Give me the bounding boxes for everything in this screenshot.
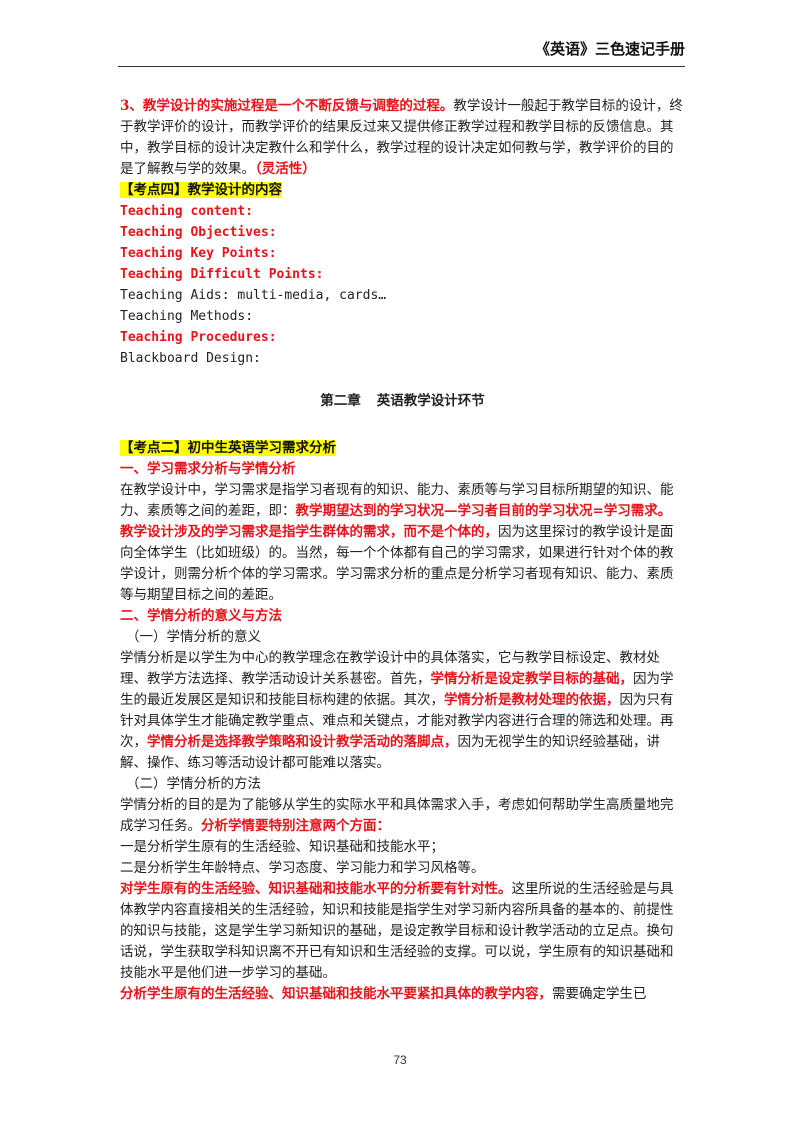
body-text: 因为只有针对具体学生才能确定教学重点、难点和关键点，才能对教学内容进行合理的筛选… [120, 692, 674, 750]
section2-title: 二、学情分析的意义与方法 [120, 608, 282, 624]
list-item-aspect-one: 一是分析学生原有的生活经验、知识基础和技能水平； [120, 839, 444, 855]
chapter-number: 第二章 [320, 393, 361, 409]
section1-title: 一、学习需求分析与学情分析 [120, 461, 296, 477]
paragraph-learning-needs: 在教学设计中，学习需求是指学习者现有的知识、能力、素质等与学习目标所期望的知识、… [120, 480, 685, 522]
chapter-name: 英语教学设计环节 [376, 393, 485, 409]
body-text: 学情分析是以学生为中心的教学理念在教学设计中的具体落实，它与教学目标设定、教材处… [120, 650, 660, 687]
emphasis-red: 分析学生原有的生活经验、知识基础和技能水平要紧扣具体的教学内容， [120, 986, 552, 1002]
emphasis-red: 3、教学设计的实施过程是一个不断反馈与调整的过程。 [120, 98, 454, 114]
page-content: 3、教学设计的实施过程是一个不断反馈与调整的过程。教学设计一般起于教学目标的设计… [120, 96, 685, 1005]
body-text: 在教学设计中，学习需求是指学习者现有的知识、能力、素质等与学习目标所期望的知识、… [120, 482, 674, 519]
list-item-blackboard-design: Blackboard Design: [120, 351, 261, 366]
body-text: 教学设计一般起于教学目标的设计，终于教学评价的设计，而教学评价的结果反过来又提供… [120, 98, 683, 177]
running-header-title: 《英语》三色速记手册 [534, 40, 685, 58]
emphasis-red: （灵活性） [255, 161, 316, 177]
list-item-teaching-objectives: Teaching Objectives: [120, 225, 277, 240]
emphasis-red: 教学期望达到的学习状况—学习者目前的学习状况=学习需求。 [295, 503, 672, 519]
paragraph-feedback-process: 3、教学设计的实施过程是一个不断反馈与调整的过程。教学设计一般起于教学目标的设计… [120, 96, 685, 180]
paragraph-content-linked-analysis: 分析学生原有的生活经验、知识基础和技能水平要紧扣具体的教学内容，需要确定学生已 [120, 984, 685, 1005]
teaching-design-list: Teaching content: Teaching Objectives: T… [120, 201, 685, 369]
list-item-teaching-key-points: Teaching Key Points: [120, 246, 277, 261]
list-item-aspect-two: 二是分析学生年龄特点、学习态度、学习能力和学习风格等。 [120, 860, 485, 876]
list-item-teaching-aids: Teaching Aids: multi-media, cards… [120, 288, 387, 303]
list-item-teaching-procedures: Teaching Procedures: [120, 330, 277, 345]
emphasis-red: 学情分析是选择教学策略和设计教学活动的落脚点， [147, 734, 458, 750]
body-text: 因为这里探讨的教学设计是面向全体学生（比如班级）的。当然，每一个个体都有自己的学… [120, 524, 674, 603]
subsection1-title: （一）学情分析的意义 [126, 629, 261, 645]
point4-heading: 【考点四】教学设计的内容 [120, 182, 282, 198]
subsection2-title: （二）学情分析的方法 [126, 776, 261, 792]
paragraph-targeted-analysis: 对学生原有的生活经验、知识基础和技能水平的分析要有针对性。这里所说的生活经验是与… [120, 879, 685, 984]
body-text: 这里所说的生活经验是与具体教学内容直接相关的生活经验，知识和技能是指学生对学习新… [120, 881, 674, 981]
emphasis-red: 学情分析是教材处理的依据， [444, 692, 620, 708]
point2-heading: 【考点二】初中生英语学习需求分析 [120, 440, 336, 456]
emphasis-red: 对学生原有的生活经验、知识基础和技能水平的分析要有针对性。 [120, 881, 512, 897]
paragraph-analysis-methods: 学情分析的目的是为了能够从学生的实际水平和具体需求入手，考虑如何帮助学生高质量地… [120, 795, 685, 837]
body-text: 学情分析的目的是为了能够从学生的实际水平和具体需求入手，考虑如何帮助学生高质量地… [120, 797, 674, 834]
emphasis-red: 分析学情要特别注意两个方面： [201, 818, 390, 834]
body-text: 因为无视学生的知识经验基础，讲解、操作、练习等活动设计都可能难以落实。 [120, 734, 660, 771]
paragraph-group-needs: 教学设计涉及的学习需求是指学生群体的需求，而不是个体的，因为这里探讨的教学设计是… [120, 522, 685, 606]
list-item-teaching-methods: Teaching Methods: [120, 309, 254, 324]
page-number: 73 [393, 1053, 407, 1067]
chapter-title: 第二章英语教学设计环节 [120, 391, 685, 412]
header-divider [118, 66, 685, 67]
point2-heading-line: 【考点二】初中生英语学习需求分析 [120, 438, 685, 459]
emphasis-red: 教学设计涉及的学习需求是指学生群体的需求，而不是个体的， [120, 524, 498, 540]
list-item-teaching-difficult-points: Teaching Difficult Points: [120, 267, 324, 282]
list-item-teaching-content: Teaching content: [120, 204, 254, 219]
body-text: 因为学生的最近发展区是知识和技能目标构建的依据。其次， [120, 671, 674, 708]
paragraph-analysis-significance: 学情分析是以学生为中心的教学理念在教学设计中的具体落实，它与教学目标设定、教材处… [120, 648, 685, 774]
body-text: 需要确定学生已 [552, 986, 647, 1002]
emphasis-red: 学情分析是设定教学目标的基础， [430, 671, 634, 687]
point4-heading-line: 【考点四】教学设计的内容 [120, 180, 685, 201]
